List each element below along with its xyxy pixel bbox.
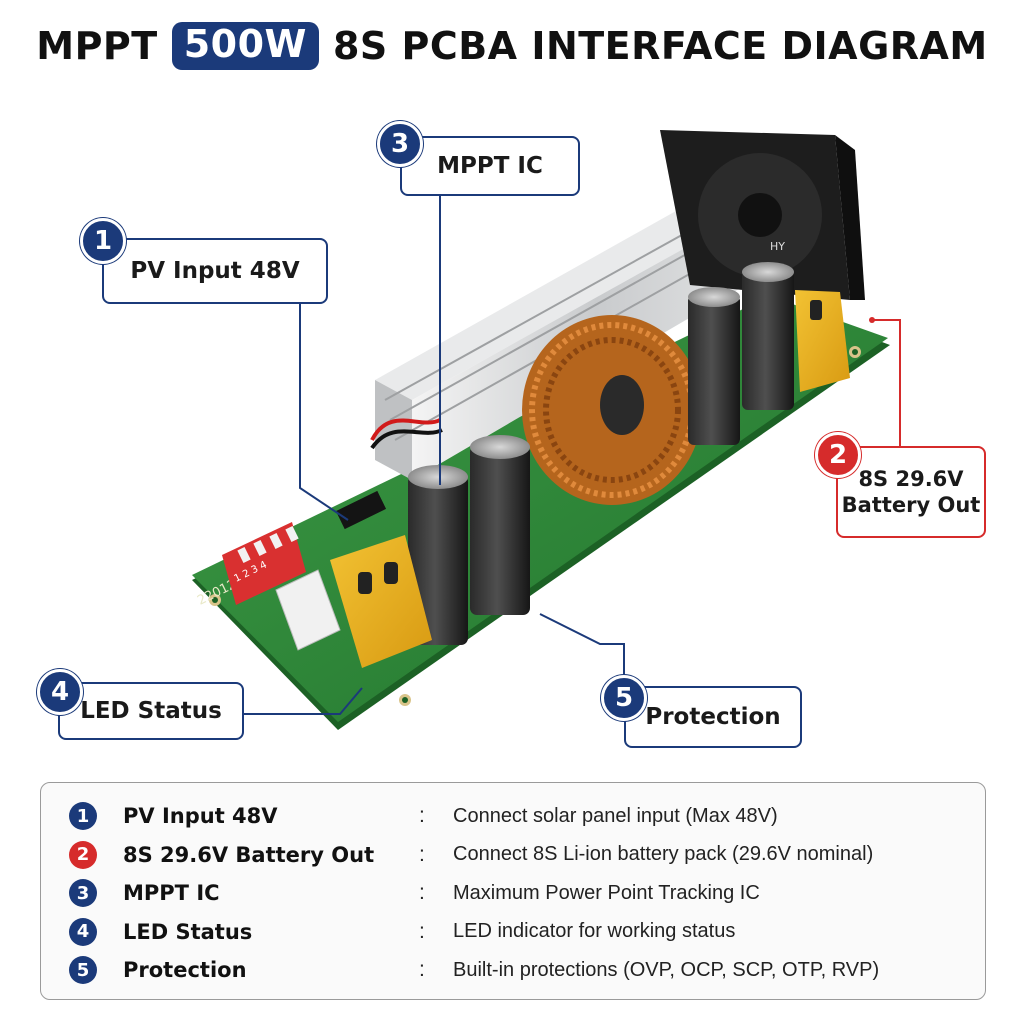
title-suffix: 8S PCBA INTERFACE DIAGRAM: [332, 24, 988, 68]
callout-pv-input-label: PV Input 48V: [130, 257, 300, 284]
leader-line-4: [242, 687, 363, 715]
pcba-diagram: 220126 HY: [192, 130, 901, 730]
legend-name: LED Status: [123, 919, 253, 944]
legend-number: 2: [69, 840, 97, 869]
legend-description: Maximum Power Point Tracking IC: [453, 881, 760, 904]
legend-name: MPPT IC: [123, 881, 220, 906]
legend-row: 3 MPPT IC : Maximum Power Point Tracking…: [41, 874, 985, 913]
legend-name: PV Input 48V: [123, 804, 278, 829]
legend-separator: :: [419, 804, 425, 828]
legend-row: 2 8S 29.6V Battery Out : Connect 8S Li-i…: [41, 836, 985, 875]
callout-led-status-label: LED Status: [80, 697, 222, 724]
legend-number: 1: [69, 802, 97, 831]
callout-number-5: 5: [601, 675, 647, 721]
legend-separator: :: [419, 881, 425, 905]
callout-number-3: 3: [377, 121, 423, 167]
rear-capacitors: [688, 262, 794, 445]
xt60-output-connector: [795, 290, 850, 392]
dip-switch: ON DIP 1 2 3 4: [222, 515, 306, 605]
legend-separator: :: [419, 842, 425, 866]
legend-row: 5 Protection : Built-in protections (OVP…: [41, 951, 985, 990]
jst-connector: [275, 569, 341, 651]
legend-number: 3: [69, 879, 97, 908]
callout-number-1: 1: [80, 218, 126, 264]
fan-label: HY: [770, 240, 785, 253]
legend-description: Connect 8S Li-ion battery pack (29.6V no…: [453, 843, 874, 866]
callout-protection: Protection: [624, 686, 802, 748]
callout-pv-input: PV Input 48V: [102, 238, 328, 304]
callout-number-2: 2: [815, 432, 861, 478]
legend-row: 4 LED Status : LED indicator for working…: [41, 913, 985, 952]
page-title: MPPT 500W 8S PCBA INTERFACE DIAGRAM: [0, 18, 1024, 74]
legend-description: LED indicator for working status: [453, 920, 736, 943]
callout-battery-out-line1: 8S 29.6V: [858, 466, 964, 491]
legend-description: Connect solar panel input (Max 48V): [453, 804, 778, 827]
leader-line-2: [872, 319, 901, 446]
leader-lines: [242, 195, 901, 715]
toroid-inductor: [522, 315, 702, 505]
callout-number-4: 4: [37, 669, 83, 715]
xt60-input-connector: [330, 535, 432, 668]
callout-mppt-ic-label: MPPT IC: [437, 152, 543, 179]
legend-name: 8S 29.6V Battery Out: [123, 842, 375, 867]
legend-table: 1 PV Input 48V : Connect solar panel inp…: [40, 782, 986, 1000]
callout-battery-out-line2: Battery Out: [841, 493, 981, 517]
power-badge: 500W: [171, 22, 319, 70]
legend-separator: :: [419, 958, 425, 982]
legend-name: Protection: [123, 958, 247, 983]
mppt-ic-chip: [335, 490, 387, 530]
cooling-fan: HY: [660, 130, 865, 300]
title-prefix: MPPT: [36, 24, 158, 68]
callout-protection-label: Protection: [645, 703, 781, 730]
callout-battery-out: 8S 29.6V Battery Out: [836, 446, 986, 538]
leader-line-5: [539, 613, 625, 690]
legend-row: 1 PV Input 48V : Connect solar panel inp…: [41, 797, 985, 836]
legend-description: Built-in protections (OVP, OCP, SCP, OTP…: [453, 958, 880, 981]
callout-led-status: LED Status: [58, 682, 244, 740]
callout-mppt-ic: MPPT IC: [400, 136, 580, 196]
leader-line-1: [299, 303, 349, 521]
front-capacitors: [408, 435, 530, 645]
legend-number: 5: [69, 956, 97, 985]
legend-number: 4: [69, 917, 97, 946]
legend-separator: :: [419, 919, 425, 943]
